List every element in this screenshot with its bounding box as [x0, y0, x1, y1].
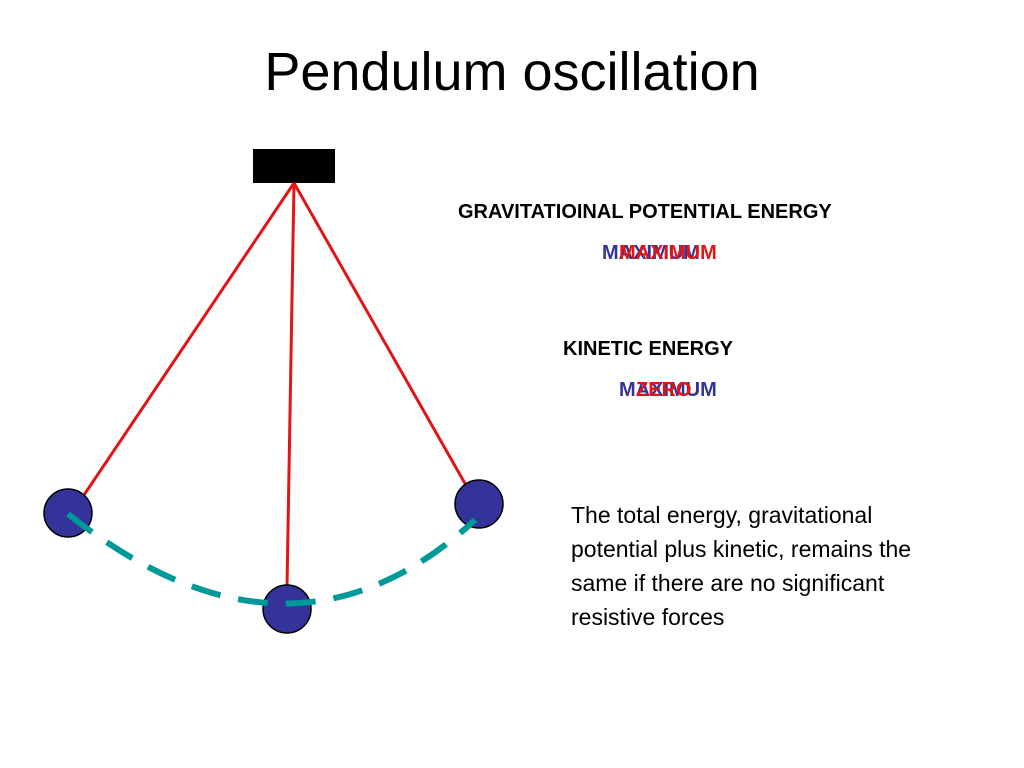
- bob-center: [262, 584, 312, 634]
- string-left: [82, 182, 296, 496]
- gpe-heading: GRAVITATIOINAL POTENTIAL ENERGY: [458, 201, 832, 223]
- ke-heading: KINETIC ENERGY: [563, 338, 734, 360]
- ke-value-b: ZERO: [636, 379, 692, 401]
- pendulum-support: [253, 149, 335, 183]
- string-right: [292, 182, 469, 488]
- gpe-value-b: MAXIMUM: [619, 242, 717, 264]
- swing-path: [66, 511, 478, 607]
- gpe-values: MAXIMUM MAXIMUM: [602, 241, 742, 265]
- energy-note: The total energy, gravitational potentia…: [571, 502, 912, 630]
- bob-right: [454, 479, 504, 529]
- ke-values: MAXIMUM ZERO: [619, 378, 759, 402]
- ke-value-a: MAXIMUM: [619, 379, 717, 401]
- string-center: [285, 182, 296, 588]
- slide-title: Pendulum oscillation: [264, 42, 760, 102]
- gpe-value-a: MAXIMUM: [602, 242, 700, 264]
